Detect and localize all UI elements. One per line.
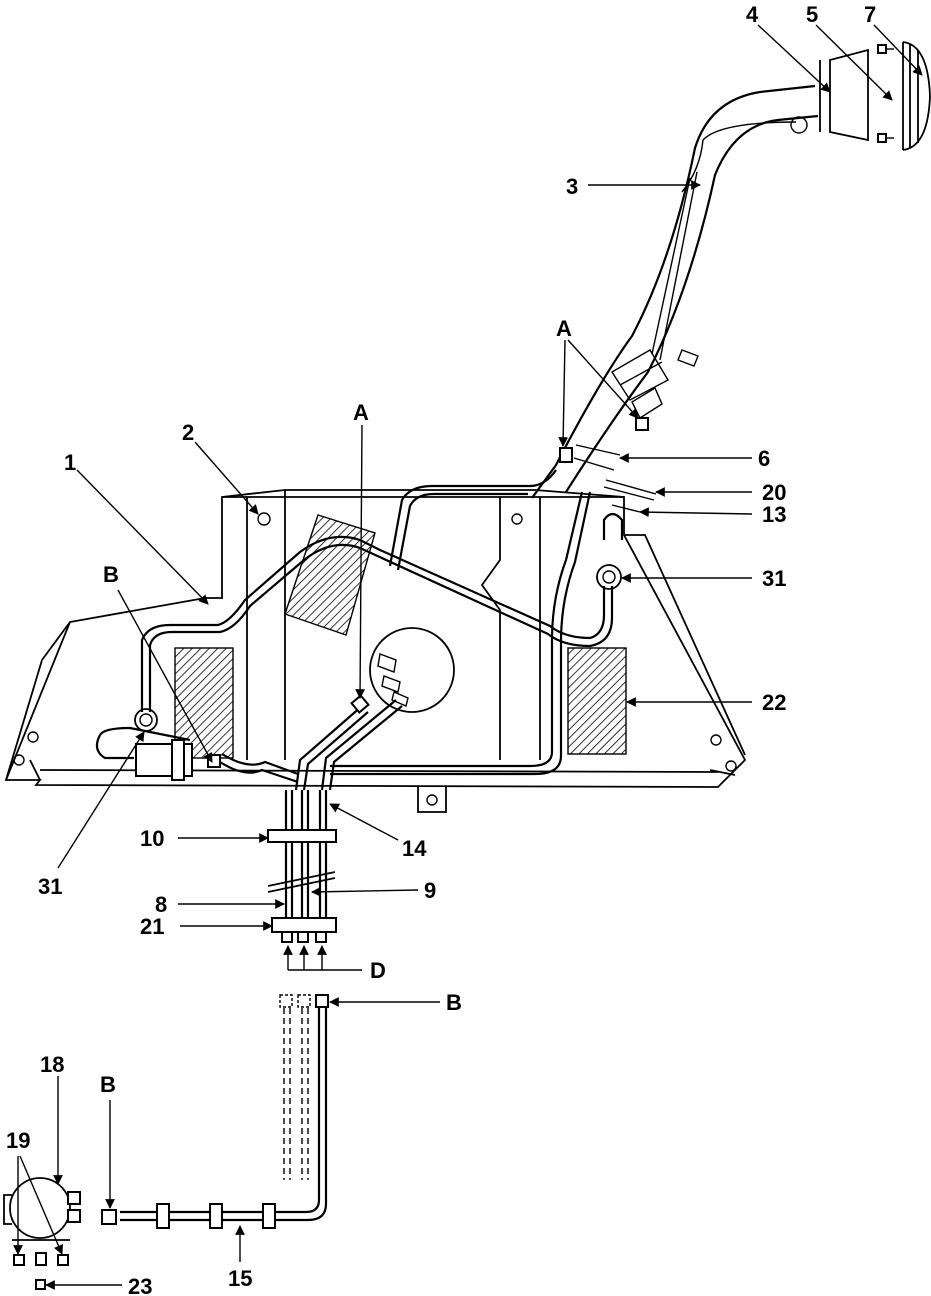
label-1: 1 bbox=[64, 450, 76, 475]
fuel-sender-unit bbox=[369, 627, 455, 713]
lower-fuel-line bbox=[101, 994, 329, 1229]
grommet-left bbox=[134, 708, 158, 732]
label-2: 2 bbox=[182, 420, 194, 445]
label-14: 14 bbox=[402, 836, 427, 861]
part-23 bbox=[35, 1279, 46, 1290]
label-23: 23 bbox=[128, 1274, 152, 1296]
label-b-filter: B bbox=[103, 562, 119, 587]
label-4: 4 bbox=[746, 2, 759, 27]
filler-cap-assembly bbox=[819, 41, 931, 151]
label-9: 9 bbox=[424, 878, 436, 903]
label-a-sender: A bbox=[353, 400, 369, 425]
label-19: 19 bbox=[6, 1128, 30, 1153]
label-b-pump: B bbox=[100, 1072, 116, 1097]
filler-neck bbox=[531, 84, 819, 540]
label-d: D bbox=[370, 958, 386, 983]
grommet-right bbox=[596, 564, 622, 590]
fuel-lines bbox=[95, 469, 614, 943]
insulation-pad-left bbox=[174, 647, 234, 759]
label-8: 8 bbox=[155, 892, 167, 917]
label-b-line: B bbox=[446, 990, 462, 1015]
leader-lines bbox=[13, 24, 923, 1290]
label-13: 13 bbox=[762, 502, 786, 527]
label-7: 7 bbox=[864, 2, 876, 27]
label-a-filler: A bbox=[556, 316, 572, 341]
insulation-pad-right bbox=[567, 647, 627, 755]
label-21: 21 bbox=[140, 914, 164, 939]
fuel-pump bbox=[3, 1177, 81, 1266]
label-20: 20 bbox=[762, 480, 786, 505]
label-6: 6 bbox=[758, 446, 770, 471]
label-3: 3 bbox=[566, 174, 578, 199]
label-5: 5 bbox=[806, 2, 818, 27]
label-15: 15 bbox=[228, 1266, 252, 1291]
label-22: 22 bbox=[762, 690, 786, 715]
label-31-left: 31 bbox=[38, 874, 62, 899]
label-31-right: 31 bbox=[762, 566, 786, 591]
label-18: 18 bbox=[40, 1052, 64, 1077]
label-10: 10 bbox=[140, 826, 164, 851]
